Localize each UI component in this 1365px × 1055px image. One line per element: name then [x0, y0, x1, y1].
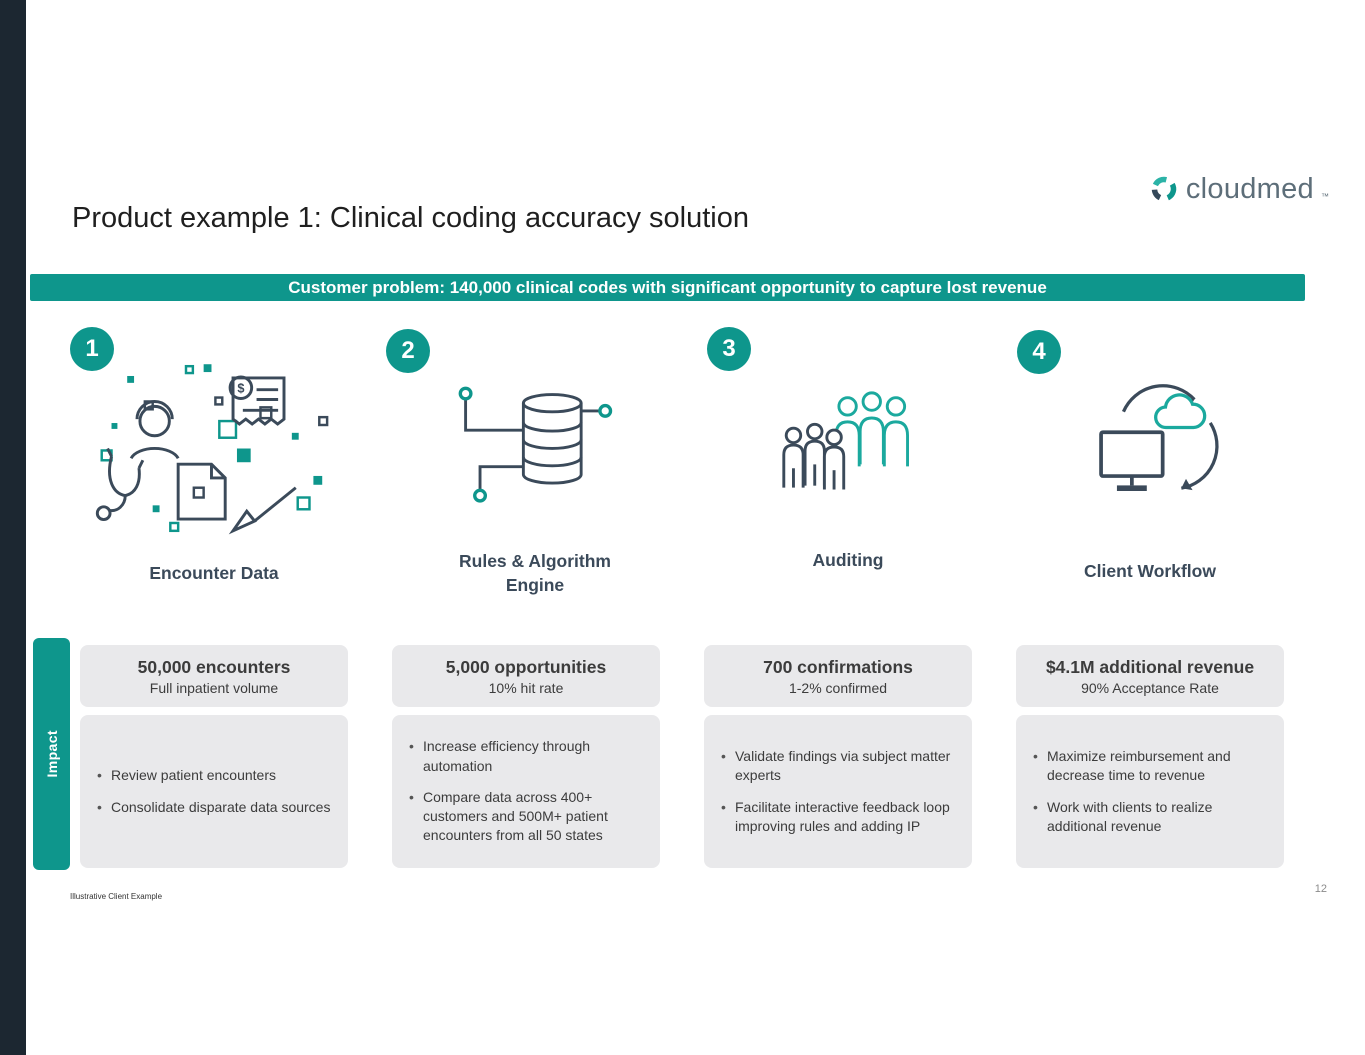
footnote: Illustrative Client Example — [70, 892, 163, 901]
stat-title: $4.1M additional revenue — [1045, 656, 1255, 677]
encounter-data-icon: $ — [88, 358, 333, 545]
step-2-badge: 2 — [386, 329, 430, 373]
column-label-rules-engine: Rules & Algorithm Engine — [459, 551, 611, 595]
page-number: 12 — [1314, 883, 1327, 895]
stat-card-encounters: 50,000 encounters Full inpatient volume — [80, 645, 348, 707]
step-1-badge: 1 — [70, 327, 114, 371]
stat-subtitle: Full inpatient volume — [149, 679, 279, 696]
cloudmed-logo-tm: ™ — [1321, 192, 1329, 201]
rules-algorithm-engine-icon — [448, 382, 618, 517]
stat-title: 700 confirmations — [763, 656, 913, 677]
stat-title: 5,000 opportunities — [445, 656, 607, 677]
column-label-client-workflow: Client Workflow — [1084, 561, 1216, 581]
bullet-card-client-workflow: Maximize reimbursement and decrease time… — [1016, 715, 1284, 868]
step-3-badge: 3 — [707, 327, 751, 371]
impact-tab: Impact — [33, 638, 70, 870]
bullet-card-auditing: Validate findings via subject matter exp… — [704, 715, 972, 868]
bullet-card-encounter-data: Review patient encounters Consolidate di… — [80, 715, 348, 868]
impact-label: Impact — [43, 730, 60, 778]
page-title: Product example 1: Clinical coding accur… — [72, 202, 750, 234]
auditing-icon — [778, 388, 923, 511]
bullet-card-rules-engine: Increase efficiency through automation C… — [392, 715, 660, 868]
stat-card-opportunities: 5,000 opportunities 10% hit rate — [392, 645, 660, 707]
stat-subtitle: 90% Acceptance Rate — [1081, 679, 1219, 696]
stat-subtitle: 10% hit rate — [488, 679, 564, 696]
svg-text:$: $ — [237, 381, 244, 396]
cloudmed-logo-icon — [1151, 176, 1177, 202]
bullet-item: Maximize reimbursement and decrease time… — [1026, 747, 1270, 786]
bullet-item: Review patient encounters — [90, 766, 334, 786]
stat-subtitle: 1-2% confirmed — [788, 679, 888, 696]
bullet-item: Increase efficiency through automation — [402, 737, 646, 776]
client-workflow-icon — [1088, 372, 1228, 517]
column-label-auditing: Auditing — [812, 550, 884, 570]
cloudmed-logo: cloudmed ™ — [1149, 174, 1329, 204]
stat-title: 50,000 encounters — [137, 656, 291, 677]
cloudmed-logo-text: cloudmed — [1185, 173, 1314, 205]
bullet-item: Validate findings via subject matter exp… — [714, 747, 958, 786]
stat-card-confirmations: 700 confirmations 1-2% confirmed — [704, 645, 972, 707]
bullet-item: Work with clients to realize additional … — [1026, 798, 1270, 837]
bullet-item: Compare data across 400+ customers and 5… — [402, 788, 646, 846]
step-4-badge: 4 — [1017, 330, 1061, 374]
bullet-item: Facilitate interactive feedback loop imp… — [714, 798, 958, 837]
bullet-item: Consolidate disparate data sources — [90, 798, 334, 818]
stat-card-revenue: $4.1M additional revenue 90% Acceptance … — [1016, 645, 1284, 707]
column-label-encounter-data: Encounter Data — [149, 563, 279, 583]
customer-problem-banner: Customer problem: 140,000 clinical codes… — [30, 274, 1305, 301]
left-edge-bar — [0, 0, 26, 1055]
